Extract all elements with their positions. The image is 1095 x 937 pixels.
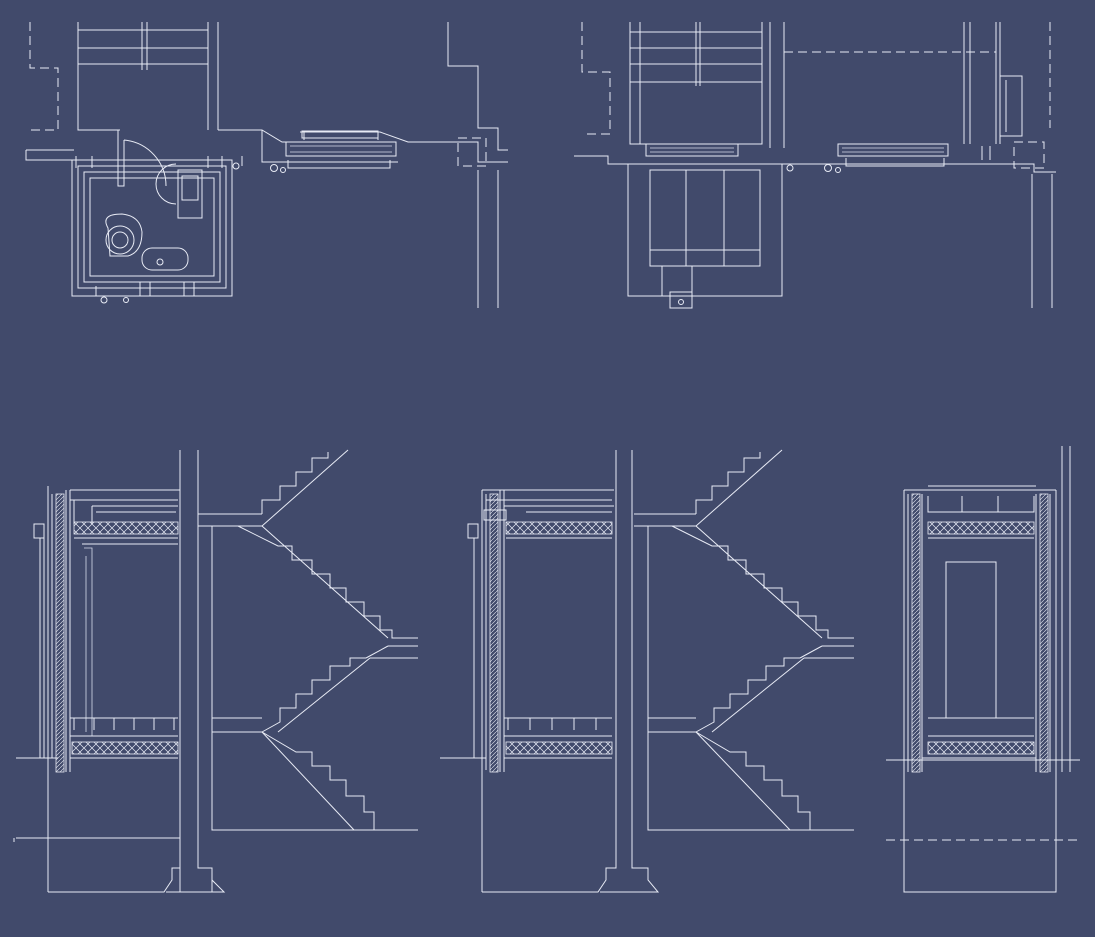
section-right xyxy=(886,446,1080,893)
section-left xyxy=(13,449,418,893)
section-middle xyxy=(440,449,854,893)
plan-left xyxy=(25,22,508,308)
plan-right xyxy=(574,22,1056,309)
